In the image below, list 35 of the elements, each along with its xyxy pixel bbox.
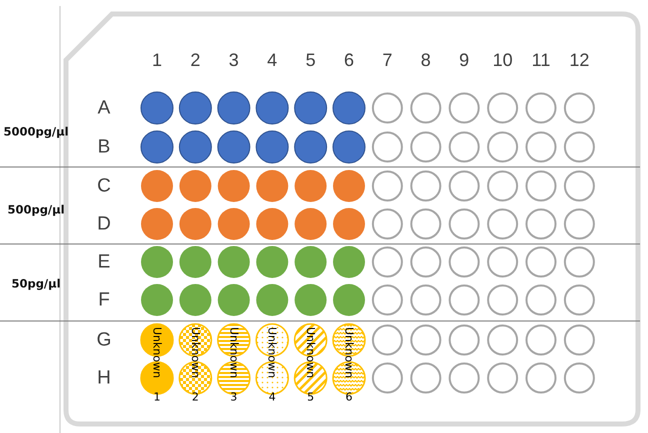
column-number: 7 [382, 51, 392, 69]
sample-number: 6 [346, 392, 352, 402]
row-letter: D [97, 214, 111, 234]
column-number: 11 [532, 51, 550, 69]
sample-number: 3 [230, 392, 238, 402]
column-number: 8 [420, 51, 431, 69]
column-number: 9 [459, 51, 470, 69]
row-letter: G [96, 330, 112, 350]
row-letter: E [98, 252, 110, 272]
column-number: 1 [152, 51, 162, 69]
concentration-label: 50pg/µl [11, 278, 61, 290]
column-number: 4 [267, 51, 278, 69]
concentration-label: 5000pg/µl [3, 126, 69, 138]
sample-label: Unknown [228, 327, 240, 378]
column-number: 5 [306, 51, 316, 69]
column-number: 12 [569, 51, 590, 69]
sample-label: Unknown [152, 327, 162, 378]
column-number: 6 [344, 51, 354, 69]
sample-label: Unknown [190, 327, 201, 378]
sample-label: Unknown [266, 327, 278, 378]
row-letter: A [98, 98, 110, 118]
sample-label: Unknown [305, 327, 316, 378]
row-letter: H [97, 368, 111, 388]
row-letter: B [98, 138, 110, 156]
row-letter: C [97, 176, 111, 196]
column-number: 10 [492, 51, 513, 69]
column-number: 3 [228, 51, 239, 69]
sample-number: 4 [268, 392, 276, 402]
row-letter: F [98, 290, 110, 310]
sample-label: Unknown [344, 327, 354, 378]
sample-number: 2 [192, 392, 199, 402]
column-number: 2 [190, 51, 200, 69]
concentration-label: 500pg/µl [7, 204, 65, 216]
sample-number: 5 [307, 392, 314, 402]
sample-number: 1 [154, 392, 160, 402]
